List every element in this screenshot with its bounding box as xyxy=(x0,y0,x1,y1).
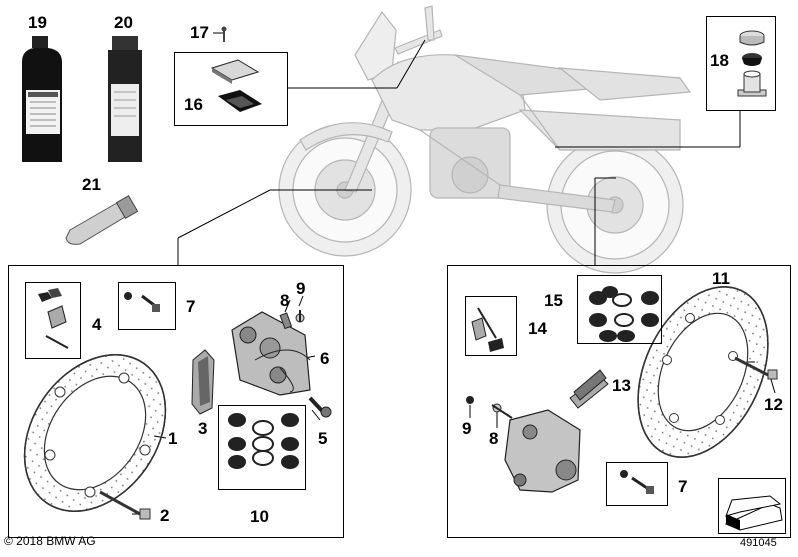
rear-caliper-icon xyxy=(504,409,581,493)
callout-9-front: 9 xyxy=(296,279,306,298)
callout-16: 16 xyxy=(184,95,203,114)
motorcycle-illustration xyxy=(278,5,692,274)
callout-5: 5 xyxy=(318,429,328,448)
spray-can-icon xyxy=(108,36,142,162)
rear-disc-bolt-icon xyxy=(734,356,778,380)
callout-21: 21 xyxy=(82,175,101,194)
box-front-clips xyxy=(25,282,81,359)
box-rear-cap-screw xyxy=(606,462,668,506)
callout-11: 11 xyxy=(712,269,730,288)
front-brake-disc-icon xyxy=(23,354,167,512)
caliper-bolt-icon xyxy=(308,396,332,418)
box-front-brake xyxy=(8,265,344,538)
callout-17: 17 xyxy=(190,23,209,42)
callout-2: 2 xyxy=(160,506,170,525)
callout-8-front: 8 xyxy=(280,291,290,310)
diagram-id: 491045 xyxy=(740,537,777,549)
callout-3: 3 xyxy=(198,419,208,438)
copyright-text: © 2018 BMW AG xyxy=(4,534,96,548)
callout-7-rear: 7 xyxy=(678,477,688,496)
callout-8-rear: 8 xyxy=(489,429,499,448)
callout-9-rear: 9 xyxy=(462,419,472,438)
rear-seal-kit-icon xyxy=(589,286,659,342)
callout-19: 19 xyxy=(28,13,47,32)
rear-bleed-valve-icon xyxy=(466,396,513,419)
callout-18: 18 xyxy=(710,51,729,70)
front-caliper-icon xyxy=(231,311,311,396)
pad-retaining-clip-icon xyxy=(38,288,69,349)
grease-tube-icon xyxy=(65,195,139,245)
callout-15: 15 xyxy=(544,291,563,310)
box-orientation xyxy=(718,478,786,534)
callout-12: 12 xyxy=(764,395,783,414)
front-seal-kit-icon xyxy=(228,413,299,469)
box-front-seal-kit xyxy=(218,405,306,490)
callout-14: 14 xyxy=(528,319,547,338)
rear-cap-screw-icon xyxy=(620,470,654,494)
disc-bolt-icon xyxy=(99,490,151,520)
callout-20: 20 xyxy=(114,13,133,32)
bleed-valve-icon xyxy=(279,310,305,330)
front-cap-screw-icon xyxy=(124,292,160,312)
reservoir-caps-icon xyxy=(737,30,767,97)
box-front-cap-screw xyxy=(118,282,176,330)
callout-10: 10 xyxy=(250,507,269,526)
rear-brake-pad-icon xyxy=(569,369,609,409)
box-rear-clips xyxy=(465,296,517,356)
box-rear-seal-kit xyxy=(577,275,662,344)
reservoir-cover-icon xyxy=(210,59,262,112)
leader-lines xyxy=(132,32,776,515)
rear-pad-clip-icon xyxy=(471,307,504,352)
callout-1: 1 xyxy=(168,429,178,448)
orientation-arrow-icon xyxy=(724,495,783,531)
screw-small-icon xyxy=(221,26,227,42)
box-reservoir-cover xyxy=(174,52,288,126)
callout-4: 4 xyxy=(92,315,102,334)
oil-bottle-icon xyxy=(22,36,62,162)
callout-7-front: 7 xyxy=(186,297,196,316)
box-reservoir-caps xyxy=(706,16,776,111)
box-rear-brake xyxy=(447,265,791,538)
rear-brake-disc-icon xyxy=(637,286,769,458)
front-brake-pad-icon xyxy=(191,349,215,415)
callout-13: 13 xyxy=(612,376,631,395)
callout-6: 6 xyxy=(320,349,330,368)
